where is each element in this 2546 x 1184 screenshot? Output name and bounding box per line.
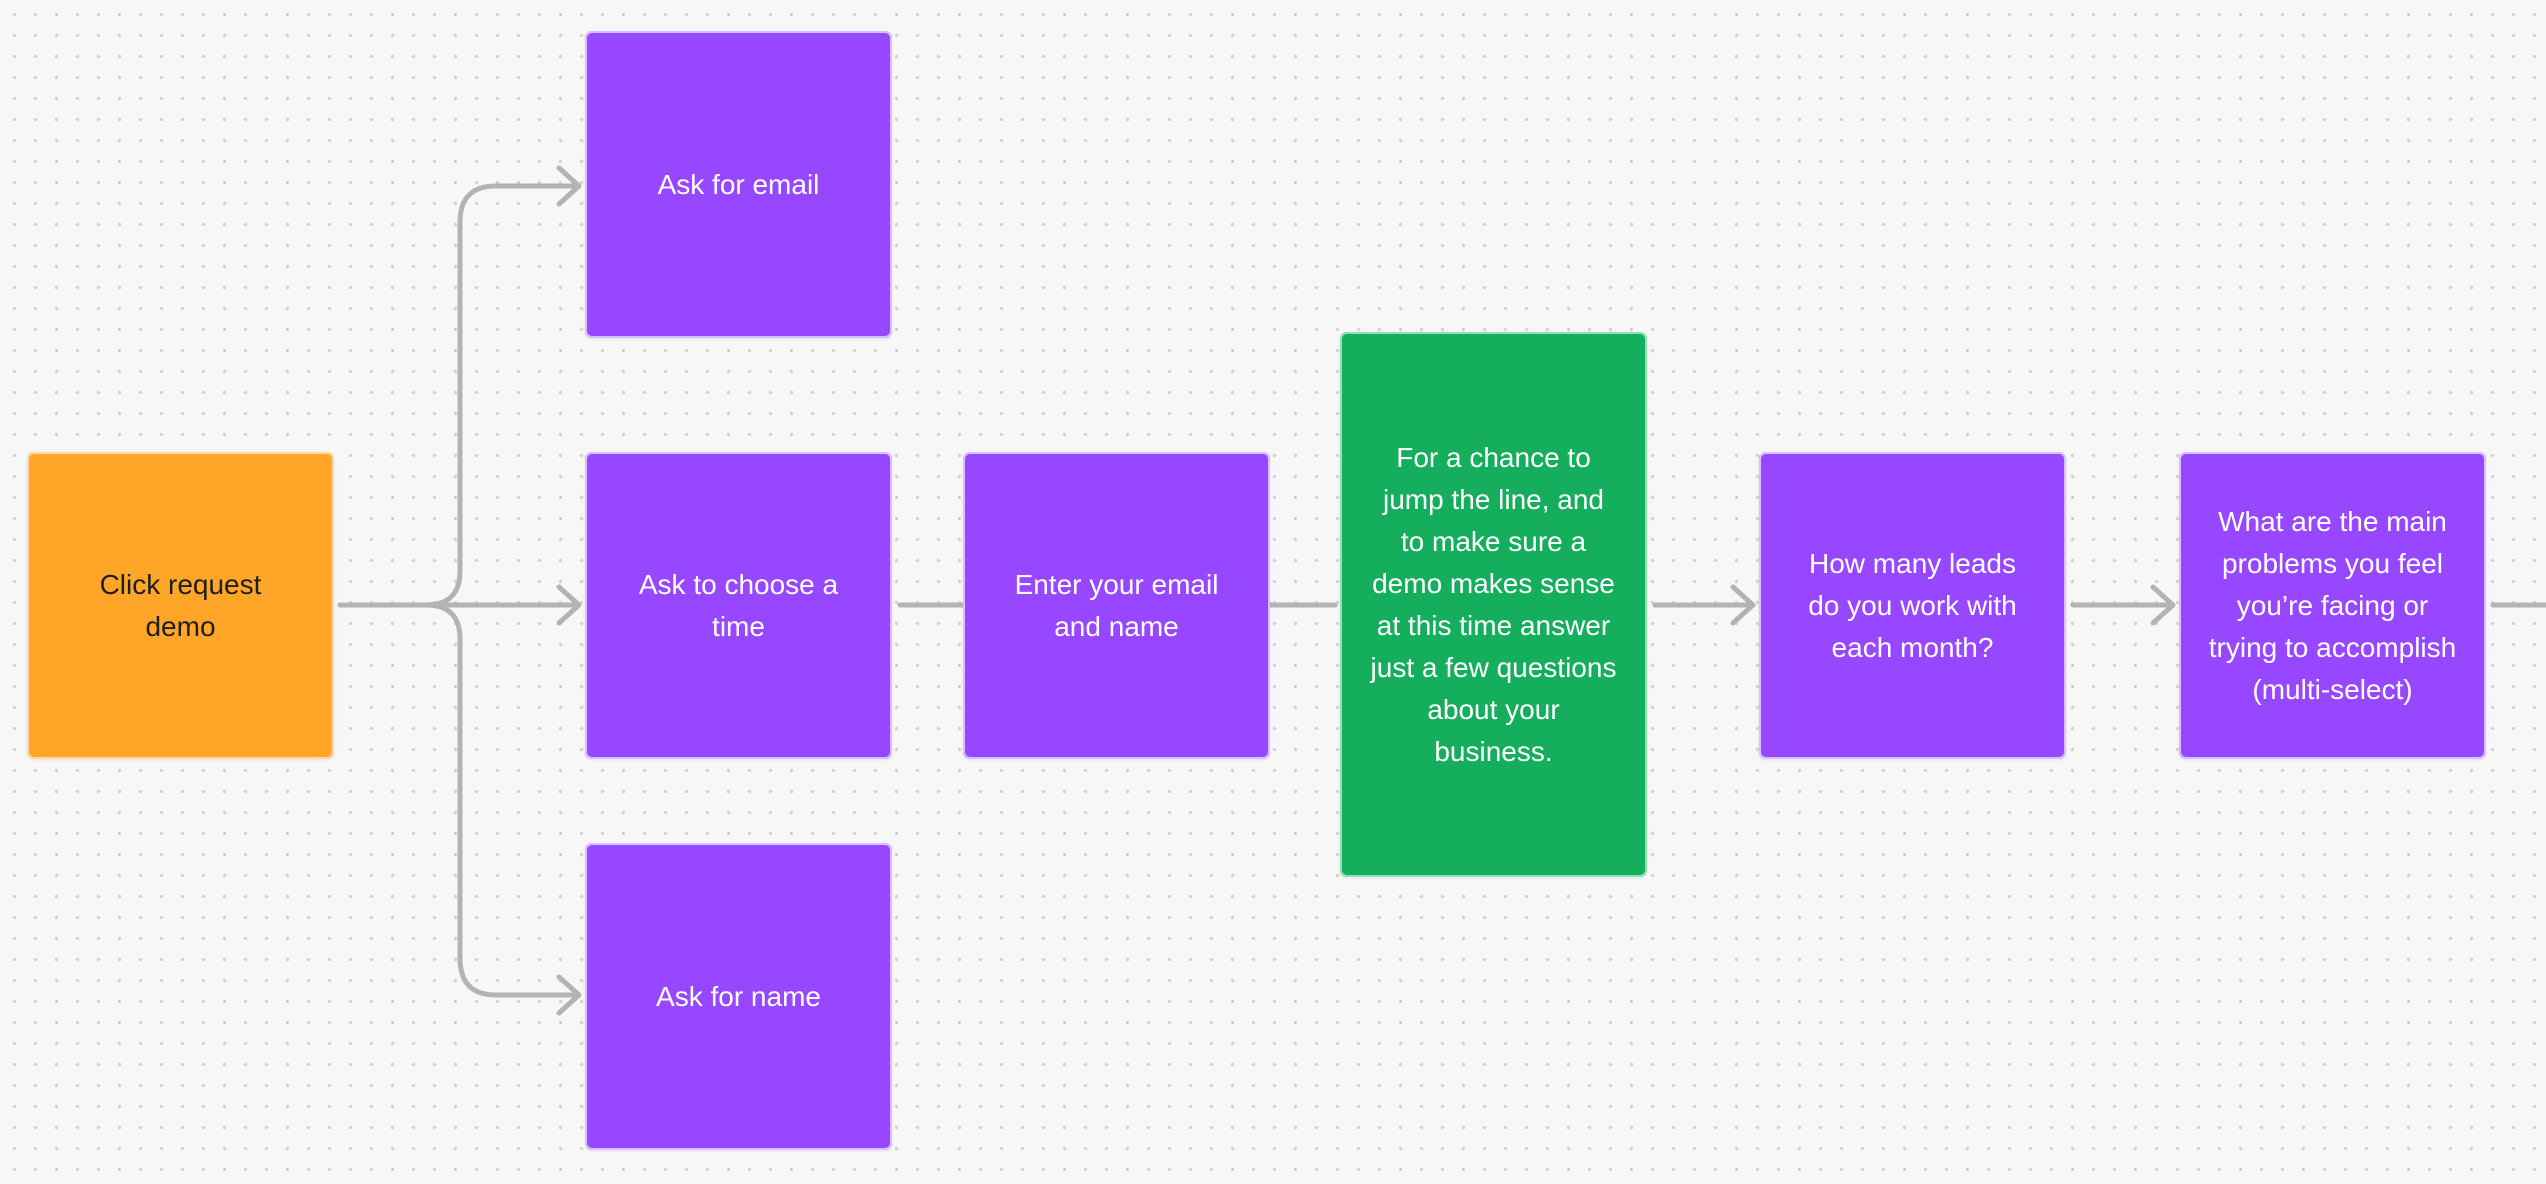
- node-label: Ask to choose a time: [638, 568, 839, 642]
- node-label: Ask for email: [657, 168, 820, 200]
- node-jump-the-line-message[interactable]: For a chance to jump the line, and to ma…: [1340, 332, 1647, 877]
- node-click-request-demo[interactable]: Click request demo: [27, 452, 334, 759]
- arrowhead-email: [556, 165, 582, 207]
- node-label: Enter your email and name: [1014, 568, 1219, 642]
- node-ask-for-name[interactable]: Ask for name: [585, 843, 892, 1150]
- node-ask-to-choose-time[interactable]: Ask to choose a time: [585, 452, 892, 759]
- arrowhead-leads: [1730, 584, 1756, 626]
- arrowhead-name: [556, 974, 582, 1016]
- node-label: For a chance to jump the line, and to ma…: [1370, 441, 1617, 767]
- arrowhead-time: [556, 584, 582, 626]
- node-leads-per-month[interactable]: How many leads do you work with each mon…: [1759, 452, 2066, 759]
- node-ask-for-email[interactable]: Ask for email: [585, 31, 892, 338]
- node-main-problems[interactable]: What are the main problems you feel you’…: [2179, 452, 2486, 759]
- node-label: Ask for name: [656, 980, 821, 1012]
- node-label: Click request demo: [99, 568, 262, 642]
- node-label: What are the main problems you feel you’…: [2208, 505, 2457, 705]
- node-label: How many leads do you work with each mon…: [1808, 547, 2017, 663]
- arrowhead-problems: [2150, 584, 2176, 626]
- node-enter-email-and-name[interactable]: Enter your email and name: [963, 452, 1270, 759]
- connector-click-to-name[interactable]: [423, 602, 580, 998]
- connector-click-to-email[interactable]: [337, 183, 580, 608]
